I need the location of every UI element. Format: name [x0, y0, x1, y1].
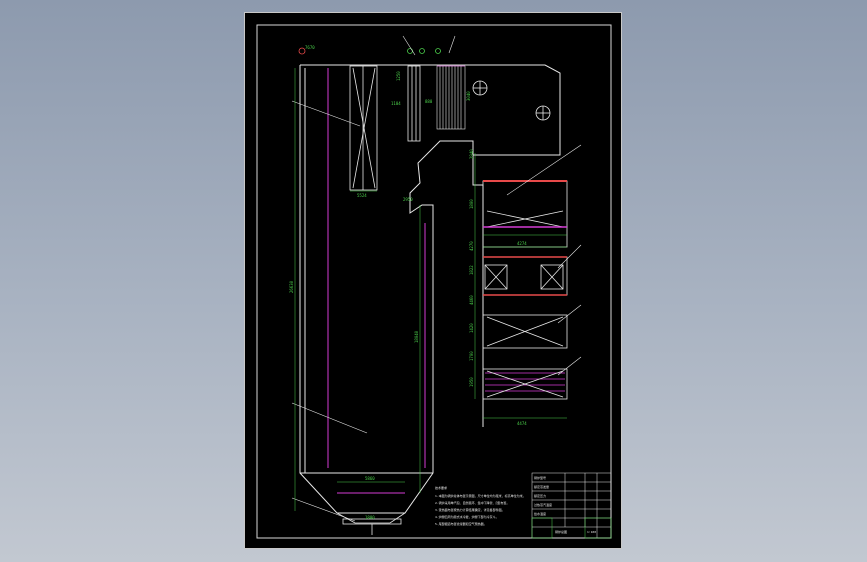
dim-furnace-depth-mid: 2950	[403, 197, 413, 202]
notes-title: 技术要求	[435, 485, 447, 490]
tb-row-2: 额定蒸发量	[534, 484, 549, 489]
furnace-outline	[299, 65, 484, 514]
tb-row-5: 给水温度	[534, 511, 546, 516]
air-preheater-3	[482, 368, 568, 400]
dim-top-left: 7670	[305, 45, 315, 50]
leader-lines	[291, 35, 582, 522]
economizer-upper	[482, 180, 568, 228]
boiler-layout-drawing: 7670 1250 1104 880 3040 26630 18040 5524…	[256, 24, 612, 539]
dim-top-mid-a: 1250	[396, 71, 401, 81]
dim-top-right: 3040	[466, 91, 471, 101]
dim-rear-5: 4460	[469, 295, 474, 305]
dim-rear-1: 2940	[469, 149, 474, 159]
note-5: 5.尾部烟道布置省煤器和空气预热器。	[435, 521, 487, 526]
dim-grate: 1800	[365, 515, 375, 520]
dim-vertical-left: 26630	[289, 280, 294, 293]
air-preheater-2	[482, 314, 568, 349]
note-3: 3.受热面布置按热力计算结果确定，详见各部件图。	[435, 507, 505, 512]
drawing-sheet: 7670 1250 1104 880 3040 26630 18040 5524…	[244, 12, 622, 549]
dimension-texts: 7670 1250 1104 880 3040 26630 18040 5524…	[289, 45, 527, 520]
note-2: 2.锅炉采用单汽包、自然循环、集中下降管、∏型布置。	[435, 500, 509, 505]
reheater	[436, 65, 466, 130]
dim-rear-8: 1950	[469, 377, 474, 387]
note-1: 1.本图为锅炉总体布置示意图，尺寸单位均为毫米，标高单位为米。	[435, 493, 526, 498]
tb-drawing-name: 锅炉总图	[555, 529, 567, 534]
dim-rear-2: 1800	[469, 199, 474, 209]
note-4: 4.炉膛四周为膜式水冷壁，炉膛下部为冷灰斗。	[435, 514, 499, 519]
dim-rear-10: 4474	[517, 421, 527, 426]
tb-row-1: 锅炉型号	[534, 475, 546, 480]
title-block-text: 锅炉型号 额定蒸发量 额定压力 过热蒸汽温度 给水温度 锅炉总图 1:100	[534, 475, 596, 534]
dim-vertical-mid: 18040	[414, 330, 419, 343]
furnace-top	[300, 64, 561, 156]
rear-pass	[482, 180, 568, 400]
inner-frame	[256, 24, 612, 539]
tb-scale: 1:100	[587, 530, 596, 534]
furnace	[299, 64, 561, 514]
dim-hopper-bottom: 5860	[365, 476, 375, 481]
drum-and-valves	[298, 47, 551, 121]
platen-superheater	[349, 65, 378, 191]
dim-rear-6: 1420	[469, 323, 474, 333]
dim-rear-9: 4274	[517, 241, 527, 246]
dimension-lines	[294, 68, 567, 511]
hi-temp-superheater	[407, 65, 421, 142]
dim-top-mid-b: 1104	[391, 101, 401, 106]
dim-platen-bottom: 5524	[357, 193, 367, 198]
water-wall	[327, 68, 426, 494]
dim-rear-4: 1822	[469, 265, 474, 275]
title-block	[531, 472, 612, 539]
tb-row-3: 额定压力	[534, 493, 546, 498]
safety-valve	[298, 47, 306, 55]
dim-rear-3: 4270	[469, 241, 474, 251]
technical-notes: 技术要求 1.本图为锅炉总体布置示意图，尺寸单位均为毫米，标高单位为米。 2.锅…	[435, 485, 526, 526]
tb-row-4: 过热蒸汽温度	[534, 502, 552, 507]
dim-top-mid-c: 880	[425, 99, 433, 104]
dim-rear-7: 1700	[469, 351, 474, 361]
